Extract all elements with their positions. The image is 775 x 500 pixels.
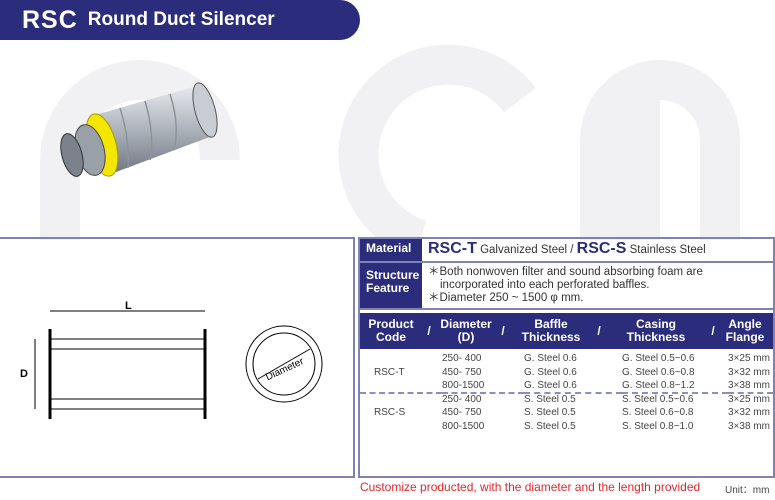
rsc-t-code: RSC-T xyxy=(428,240,477,257)
table-cell: S. Steel 0.5~0.6 xyxy=(622,391,728,406)
table-cell: S. Steel 0.8~1.0 xyxy=(622,420,694,432)
table-cell: 800-1500 xyxy=(442,379,485,391)
material-row: Material RSC-T Galvanized Steel / RSC-S … xyxy=(360,237,773,263)
title-banner: RSC Round Duct Silencer xyxy=(0,0,360,40)
table-cell: 450- 750 xyxy=(442,407,482,419)
table-cell: 3×25 mm xyxy=(728,353,770,365)
rsc-s-material: Stainless Steel xyxy=(629,244,706,256)
table-cell: 250- 400 xyxy=(442,391,524,406)
col-flange: Angle Flange xyxy=(725,317,765,344)
col-casing: Casing Thickness xyxy=(626,317,686,344)
spec-panel: Material RSC-T Galvanized Steel / RSC-S … xyxy=(358,237,775,478)
product-code: RSC xyxy=(22,5,78,34)
product-title: Round Duct Silencer xyxy=(87,9,275,30)
length-label: L xyxy=(125,300,132,312)
table-cell: G. Steel 0.6 xyxy=(524,379,577,391)
table-cell: S. Steel 0.5 xyxy=(524,407,576,419)
table-cell: G. Steel 0.6~0.8 xyxy=(622,366,695,378)
unit-label: Unit：mm xyxy=(725,485,770,496)
table-row: 250- 400 G. Steel 0.6 G. Steel 0.5~0.6 3×25… xyxy=(360,352,773,366)
feature-line: ＊Both nonwoven filter and sound absorbin… xyxy=(428,266,703,278)
product-code-cell xyxy=(360,352,442,366)
table-cell: 3×38 mm xyxy=(728,379,770,391)
table-row: RSC-T 450- 750 G. Steel 0.6 G. Steel 0.6~0.… xyxy=(360,366,773,380)
col-diameter: Diameter (D) xyxy=(440,317,492,344)
col-baffle: Baffle Thickness xyxy=(521,317,581,344)
table-cell: 3×25 mm xyxy=(728,391,773,406)
table-cell: 250- 400 xyxy=(442,353,482,365)
table-row: 800-1500 S. Steel 0.5 S. Steel 0.8~1.0 3×38… xyxy=(360,420,773,434)
circle-diameter-label: Diameter xyxy=(264,356,306,383)
table-cell: G. Steel 0.8~1.2 xyxy=(622,379,695,391)
product-code-cell xyxy=(360,420,442,434)
silencer-product-image xyxy=(60,82,218,177)
table-cell: 3×32 mm xyxy=(728,366,770,378)
feature-line: ＊Diameter 250 ~ 1500 φ mm. xyxy=(428,292,584,304)
product-code-cell xyxy=(360,379,442,393)
rsc-t-material: Galvanized Steel / xyxy=(480,244,574,256)
table-cell: S. Steel 0.5 xyxy=(524,391,622,406)
product-code-cell: RSC-S xyxy=(374,407,406,419)
table-header: Product Code / Diameter (D) / Baffle Thi… xyxy=(360,313,773,349)
table-cell: S. Steel 0.6~0.8 xyxy=(622,407,694,419)
product-code-cell xyxy=(360,391,442,406)
table-cell: G. Steel 0.5~0.6 xyxy=(622,353,695,365)
rsc-s-code: RSC-S xyxy=(576,240,627,257)
col-product-code: Product Code xyxy=(368,317,414,344)
table-row: 800-1500 G. Steel 0.6 G. Steel 0.8~1.2 3×38… xyxy=(360,379,773,393)
table-cell: 800-1500 xyxy=(442,420,485,432)
customize-note: Customize producted, with the diameter a… xyxy=(360,480,701,494)
product-code-cell: RSC-T xyxy=(374,366,405,378)
table-cell: 3×32 mm xyxy=(728,407,770,419)
material-label: Material xyxy=(360,239,422,261)
table-cell: S. Steel 0.5 xyxy=(524,420,576,432)
dimension-diagram: L D Diameter xyxy=(0,237,355,478)
table-row: RSC-S 450- 750 S. Steel 0.5 S. Steel 0.6~0.… xyxy=(360,406,773,420)
table-cell: G. Steel 0.6 xyxy=(524,353,577,365)
feature-line: incorporated into each perforated baffle… xyxy=(440,279,650,291)
table-cell: 450- 750 xyxy=(442,366,482,378)
diameter-label: D xyxy=(20,368,28,380)
table-cell: 3×38 mm xyxy=(728,420,770,432)
table-cell: G. Steel 0.6 xyxy=(524,366,577,378)
